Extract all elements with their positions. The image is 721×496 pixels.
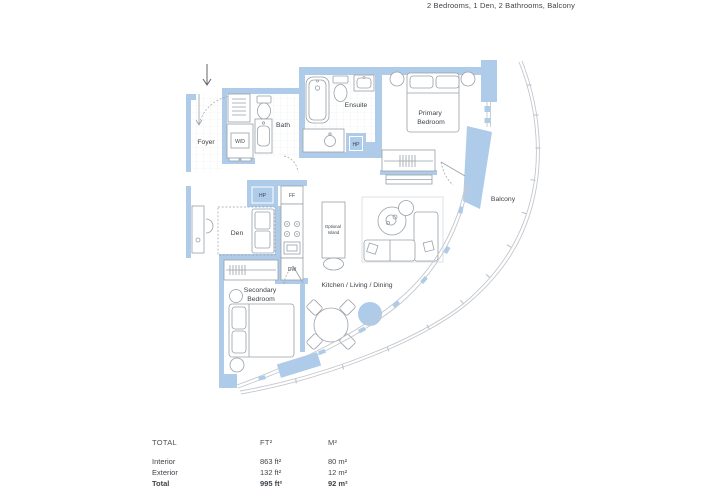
label-kitchen-living-dining: Kitchen / Living / Dining [321, 282, 392, 289]
ensuite-bathtub [305, 76, 330, 124]
walls [186, 60, 497, 388]
den-murphy-bed [217, 206, 276, 256]
coffee-table [377, 200, 414, 236]
bath-vanity [254, 118, 273, 154]
heat-pump-ensuite [346, 133, 366, 154]
cooktop [283, 220, 300, 237]
bath-door [283, 155, 299, 173]
secondary-bed [228, 289, 295, 373]
unit-summary: 2 Bedrooms, 1 Den, 2 Bathrooms, Balcony [426, 1, 575, 10]
label-dw: DW [288, 267, 297, 273]
row-label: Exterior [152, 468, 178, 477]
primary-bed [389, 71, 476, 133]
row-ft-value: 995 ft² [260, 479, 283, 488]
row-m-value: 92 m² [328, 479, 348, 488]
label-ff: FF [289, 193, 295, 199]
den-desk [191, 205, 214, 254]
window-wall [236, 100, 491, 389]
label-balcony: Balcony [491, 196, 516, 203]
row-ft-value: 863 ft² [260, 457, 282, 466]
row-m-value: 80 m² [328, 457, 348, 466]
area-table-header: TOTAL FT² M² [152, 437, 398, 448]
area-table: TOTAL FT² M² Interior 863 ft² 80 m² Exte… [152, 437, 398, 489]
ensuite-sink [353, 74, 375, 92]
dishwasher [280, 257, 304, 281]
column [358, 302, 382, 326]
bath-toilet [256, 95, 272, 120]
optional-island [321, 201, 346, 271]
label-hp-kitchen: HP [259, 193, 267, 199]
entry-arrow [202, 64, 212, 86]
label-bath: Bath [276, 122, 290, 129]
washer-dryer [226, 123, 254, 162]
label-hp-ensuite: HP [353, 142, 361, 148]
row-ft-value: 132 ft² [260, 468, 282, 477]
label-primary-bedroom: Primary Bedroom [417, 110, 445, 126]
entry-door [195, 94, 231, 126]
secondary-door [283, 265, 304, 285]
entry-closet [227, 93, 251, 123]
table-row-total: Total 995 ft² 92 m² [152, 478, 398, 489]
media-console [385, 174, 433, 185]
heat-pump-kitchen [251, 186, 274, 204]
table-row-exterior: Exterior 132 ft² 12 m² [152, 467, 398, 478]
col-header-total: TOTAL [152, 438, 177, 447]
col-header-ft: FT² [260, 438, 273, 447]
col-header-m: M² [328, 438, 338, 447]
table-row-interior: Interior 863 ft² 80 m² [152, 456, 398, 467]
balcony-door [440, 161, 466, 186]
primary-closet [381, 149, 436, 172]
label-den: Den [231, 230, 244, 237]
sofa [363, 211, 439, 262]
row-m-value: 12 m² [328, 468, 348, 477]
label-optional-island: Optional Island [325, 224, 342, 235]
curved-wall-segment [276, 352, 322, 378]
balcony-railing [239, 60, 541, 395]
label-wd: W/D [235, 139, 245, 145]
row-label: Interior [152, 457, 176, 466]
label-foyer: Foyer [197, 139, 215, 146]
secondary-closet [223, 259, 279, 281]
room-labels: Foyer W/D Bath Ensuite HP HP FF DW Den P… [197, 102, 515, 303]
dining-table [306, 299, 356, 350]
living-rug [361, 196, 444, 263]
label-ensuite: Ensuite [345, 102, 368, 109]
ensuite-toilet [332, 75, 349, 102]
oven [283, 241, 301, 255]
ensuite-vanity [302, 128, 345, 153]
row-label: Total [152, 479, 170, 488]
label-secondary-bedroom: Secondary Bedroom [244, 287, 278, 303]
